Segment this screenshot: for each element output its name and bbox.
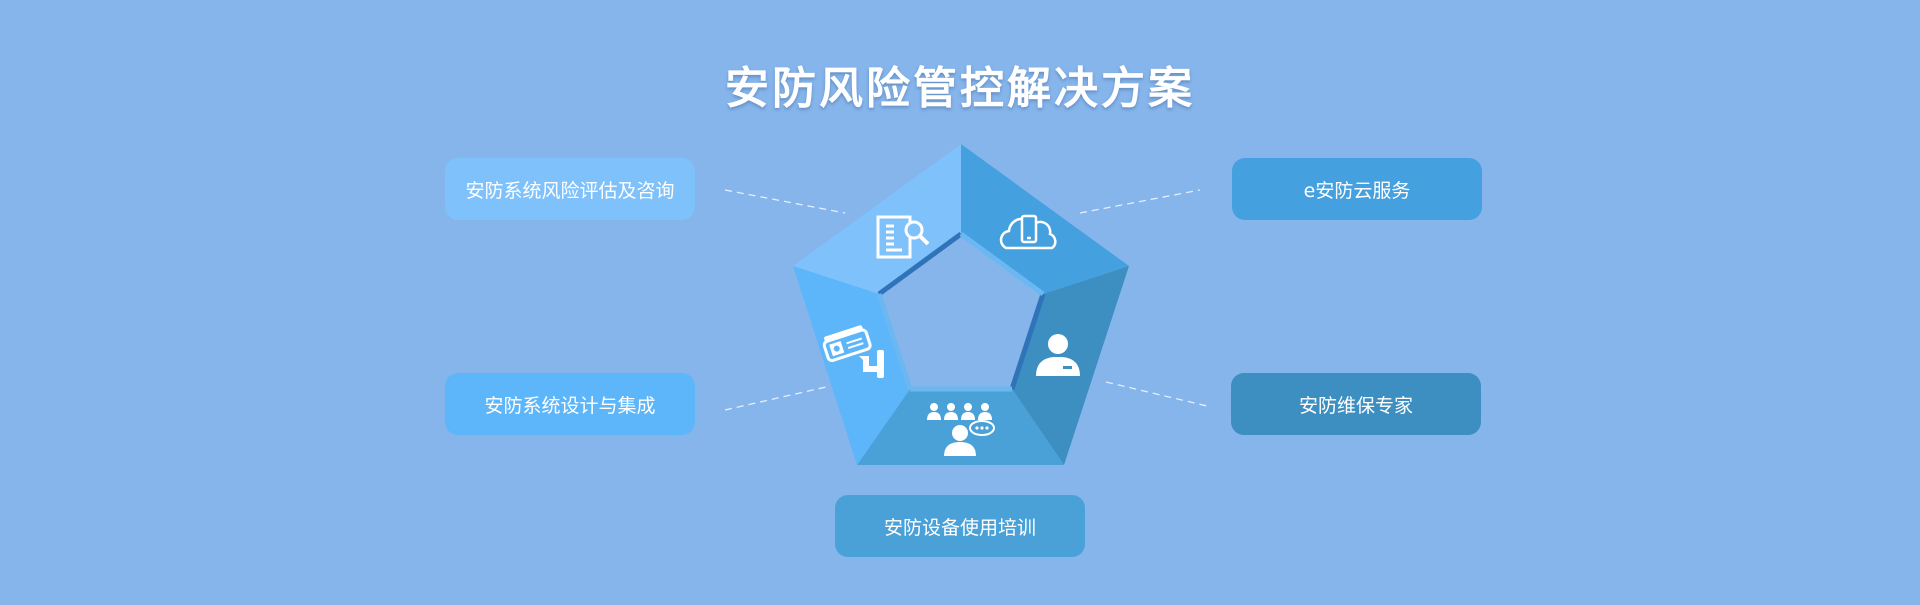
service-risk-assessment[interactable]: 安防系统风险评估及咨询 [445,158,695,220]
service-maintenance-expert[interactable]: 安防维保专家 [1231,373,1481,435]
service-cloud[interactable]: e安防云服务 [1232,158,1482,220]
service-training[interactable]: 安防设备使用培训 [835,495,1085,557]
connector-bottom-right [1105,381,1208,407]
group-chat-icon [927,403,995,456]
security-camera-icon [822,325,884,378]
service-design-integration[interactable]: 安防系统设计与集成 [445,373,695,435]
segment-top-right [961,144,1129,294]
connector-top-left [724,189,846,214]
document-search-icon [876,215,930,259]
cloud-phone-icon [999,214,1057,250]
person-icon [1036,334,1080,376]
connector-top-right [1079,189,1201,214]
page-title: 安防风险管控解决方案 [725,63,1195,114]
connector-bottom-left [724,386,827,411]
segment-left [793,266,910,465]
